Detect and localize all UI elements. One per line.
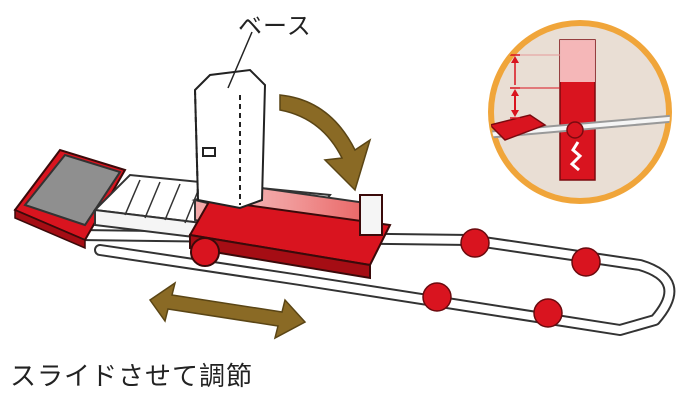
- rail-beads: [422, 228, 601, 328]
- bead: [571, 247, 601, 277]
- label-leader: [227, 31, 253, 89]
- bead: [460, 228, 490, 258]
- base-piece: [193, 68, 267, 210]
- slide-adjust-label: スライドさせて調節: [10, 362, 254, 392]
- double-arrow-icon: [148, 281, 307, 340]
- bead: [422, 282, 452, 312]
- curved-arrow-icon: [279, 94, 372, 192]
- bead: [533, 298, 563, 328]
- base-label: ベース: [238, 12, 312, 40]
- wire-rail: [74, 229, 676, 336]
- detail-inset: [488, 20, 672, 204]
